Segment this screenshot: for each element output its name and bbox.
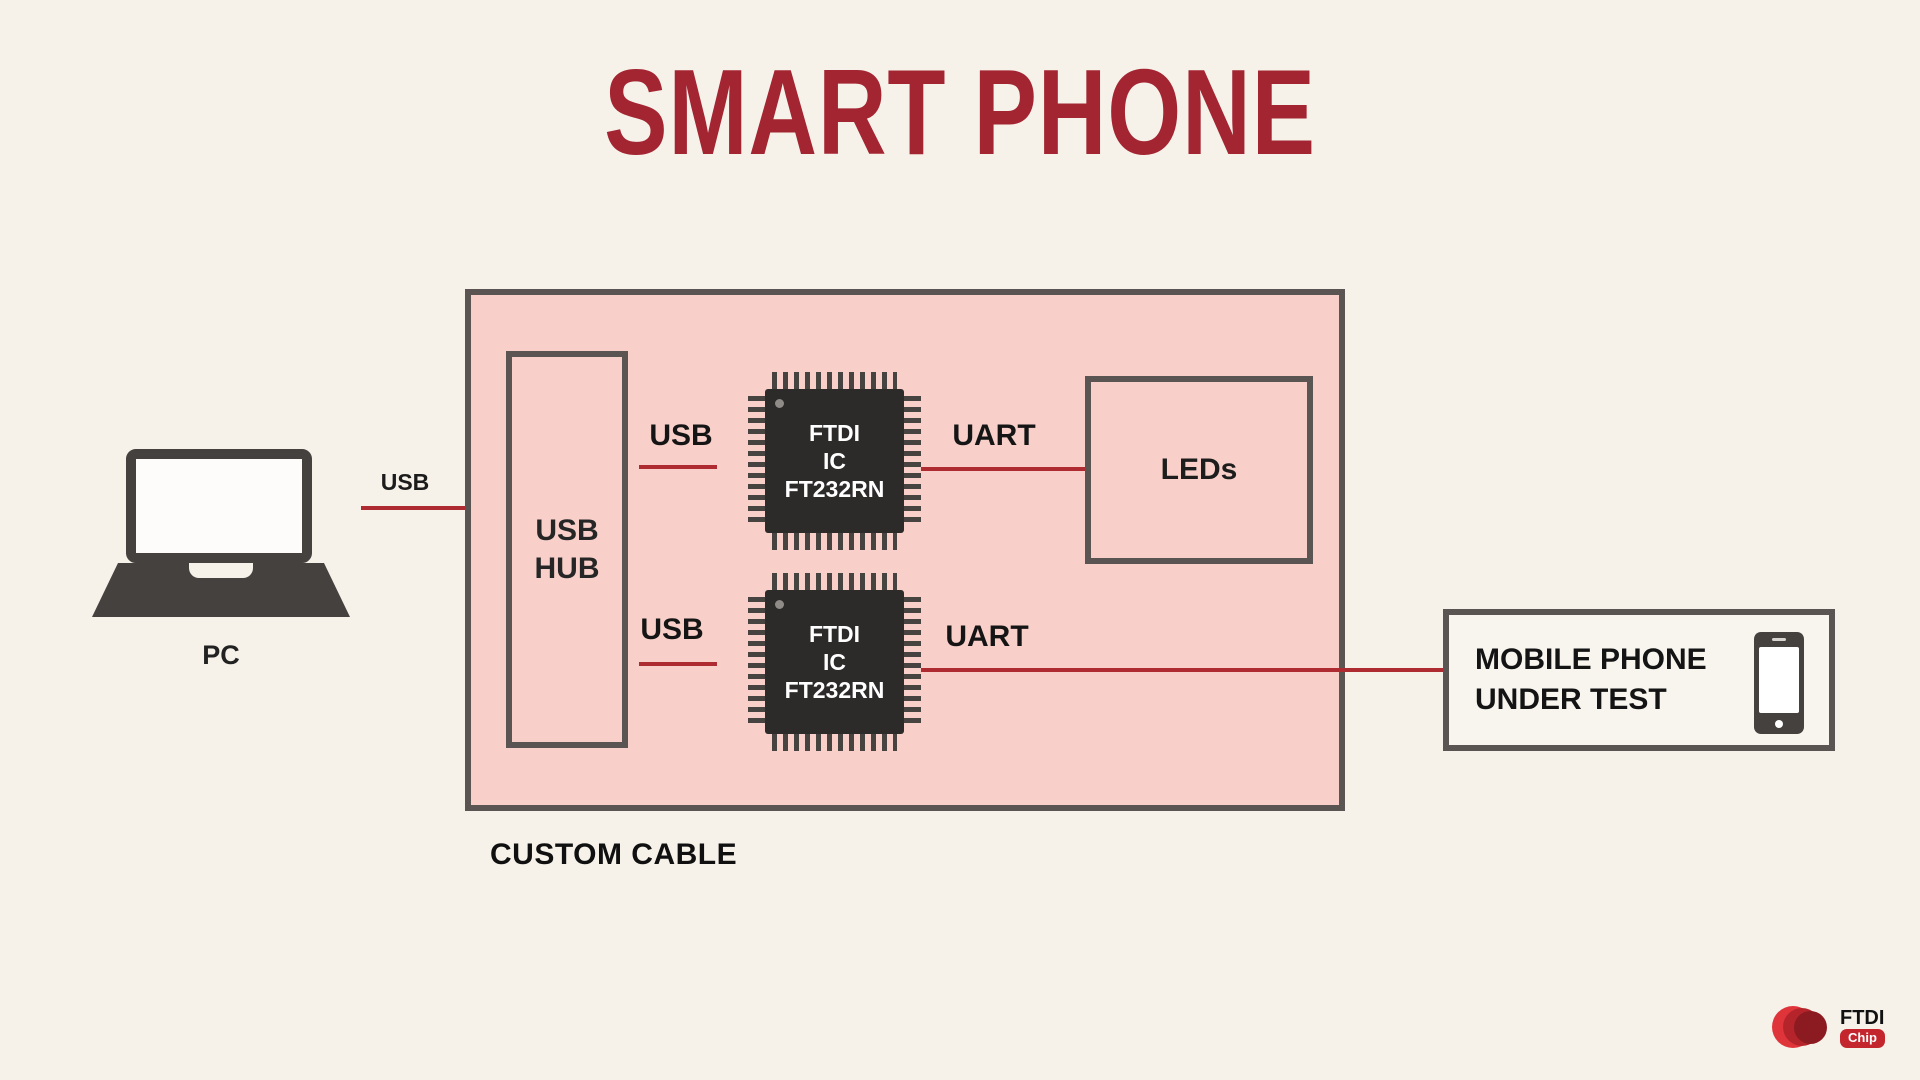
ftdi-logo-circles-icon [1772,1004,1836,1052]
chip-top-label-line2: IC [823,447,846,474]
mobile-phone-label-line2: UNDER TEST [1475,683,1667,716]
chip-bottom-label-line2: IC [823,648,846,675]
chip-pins-top [772,372,897,389]
chip-bottom-label-line3: FT232RN [784,677,885,704]
ftdi-chip-bottom: FTDI IC FT232RN [748,573,921,751]
chip-pins-bottom [772,734,897,751]
usb-hub-label-line1: USB [535,514,599,547]
usb-line-pc [361,506,487,510]
usb-line-top [639,465,717,469]
leds-label: LEDs [1160,453,1238,486]
uart-label-top: UART [952,419,1036,452]
chip-pin1-dot [775,600,784,609]
usb-label-top: USB [649,419,713,452]
smartphone-icon [1754,632,1804,734]
ftdi-logo-text: FTDI Chip [1840,1008,1885,1048]
chip-pins-right [904,597,921,727]
chip-pins-left [748,597,765,727]
usb-hub-label-line2: HUB [534,551,600,585]
phone-speaker [1772,638,1786,641]
mobile-phone-box: MOBILE PHONE UNDER TEST [1443,609,1835,751]
mobile-phone-label: MOBILE PHONE UNDER TEST [1449,640,1707,720]
usb-label-pc: USB [380,469,430,495]
chip-body-top: FTDI IC FT232RN [765,389,904,533]
page-title: SMART PHONE [604,44,1316,180]
chip-pins-top [772,573,897,590]
custom-cable-label: CUSTOM CABLE [490,838,738,871]
usb-line-bottom [639,662,717,666]
laptop-screen-icon [126,449,312,563]
mobile-phone-label-line1: MOBILE PHONE [1475,643,1707,677]
usb-hub-box: USB HUB [506,351,628,748]
phone-screen [1759,647,1799,713]
ftdi-logo: FTDI Chip [1772,1004,1885,1052]
chip-pins-bottom [772,533,897,550]
ftdi-logo-wordmark: FTDI [1840,1007,1885,1030]
chip-body-bottom: FTDI IC FT232RN [765,590,904,734]
ftdi-chip-top: FTDI IC FT232RN [748,372,921,550]
ftdi-logo-chip-badge: Chip [1840,1029,1885,1048]
phone-home-button [1775,720,1783,728]
laptop-notch [189,563,253,578]
pc-label: PC [202,640,240,670]
leds-box: LEDs [1085,376,1313,564]
uart-line-top [921,467,1085,471]
uart-line-bottom [921,668,1445,672]
chip-top-label-line1: FTDI [808,419,861,446]
uart-label-bottom: UART [945,620,1029,653]
laptop-base-icon [92,563,350,617]
chip-pins-left [748,396,765,526]
usb-label-bottom: USB [640,613,704,646]
chip-pin1-dot [775,399,784,408]
chip-top-label-line3: FT232RN [784,476,885,503]
chip-pins-right [904,396,921,526]
chip-bottom-label-line1: FTDI [808,620,861,647]
